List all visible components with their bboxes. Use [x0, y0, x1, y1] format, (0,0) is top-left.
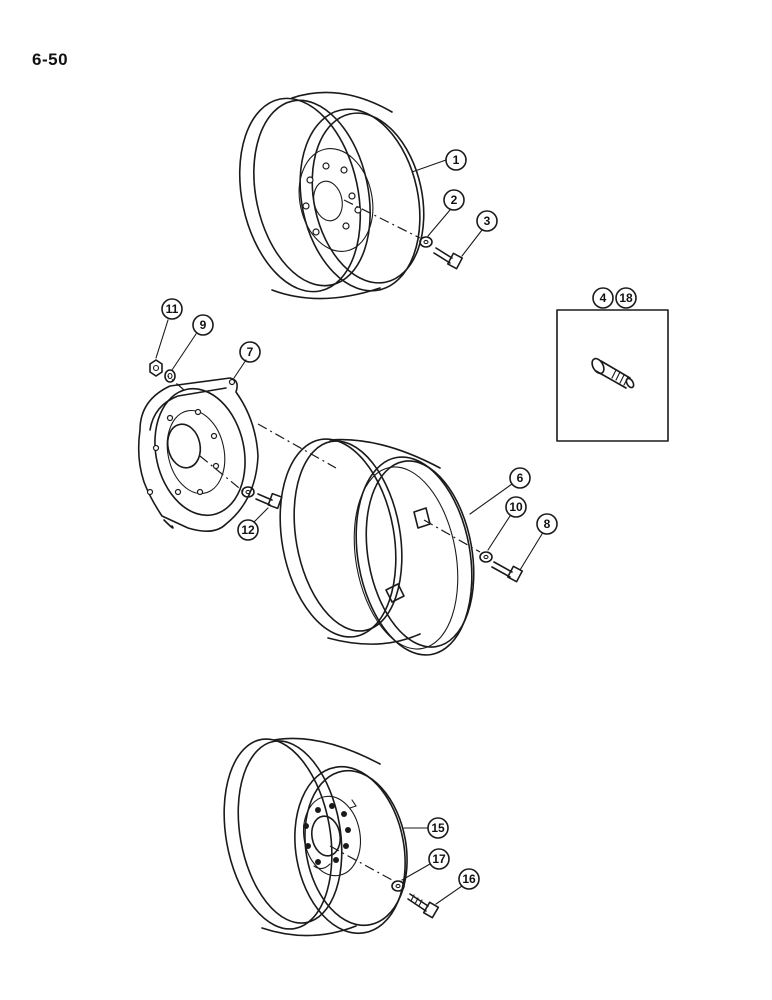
callout-7: 7 — [239, 341, 261, 363]
wheel-disc-7 — [137, 375, 259, 532]
callout-11: 11 — [161, 298, 183, 320]
svg-text:15: 15 — [431, 821, 445, 835]
wheel-rim-15 — [223, 737, 408, 937]
callout-10: 10 — [505, 496, 527, 518]
svg-text:17: 17 — [432, 852, 446, 866]
callout-17: 17 — [428, 848, 450, 870]
svg-text:6: 6 — [517, 471, 524, 485]
wheel-rim-6 — [279, 438, 481, 656]
bolt-16 — [407, 893, 440, 919]
callout-15: 15 — [427, 817, 449, 839]
svg-text:3: 3 — [484, 214, 491, 228]
svg-text:10: 10 — [509, 500, 523, 514]
callout-8: 8 — [536, 513, 558, 535]
svg-text:16: 16 — [462, 872, 476, 886]
washer-9 — [164, 369, 176, 383]
inset-box: 4 18 — [556, 287, 669, 442]
wheel-rim-1 — [238, 91, 425, 300]
washer-10 — [479, 551, 493, 563]
callout-6: 6 — [509, 467, 531, 489]
callout-2: 2 — [443, 189, 465, 211]
nut-11 — [149, 359, 163, 377]
callout-1: 1 — [445, 149, 467, 171]
page-number: 6-50 — [32, 50, 69, 69]
bolt-8 — [491, 561, 524, 583]
svg-text:1: 1 — [453, 153, 460, 167]
callout-12: 12 — [237, 519, 259, 541]
svg-text:11: 11 — [166, 302, 179, 316]
bolt-3 — [433, 247, 464, 270]
callout-18: 18 — [615, 287, 637, 309]
svg-text:9: 9 — [200, 318, 207, 332]
washer-2 — [419, 236, 433, 248]
callout-9: 9 — [192, 314, 214, 336]
svg-text:8: 8 — [544, 517, 551, 531]
washer-12a — [241, 486, 255, 498]
svg-text:4: 4 — [600, 291, 607, 305]
svg-text:12: 12 — [241, 523, 255, 537]
callout-3: 3 — [476, 210, 498, 232]
callout-4: 4 — [592, 287, 614, 309]
bolt-12 — [255, 492, 283, 510]
stud-bolt — [591, 357, 635, 389]
callout-16: 16 — [458, 868, 480, 890]
washer-17 — [391, 880, 405, 892]
svg-text:18: 18 — [619, 291, 633, 305]
svg-text:2: 2 — [451, 193, 458, 207]
svg-text:7: 7 — [247, 345, 254, 359]
